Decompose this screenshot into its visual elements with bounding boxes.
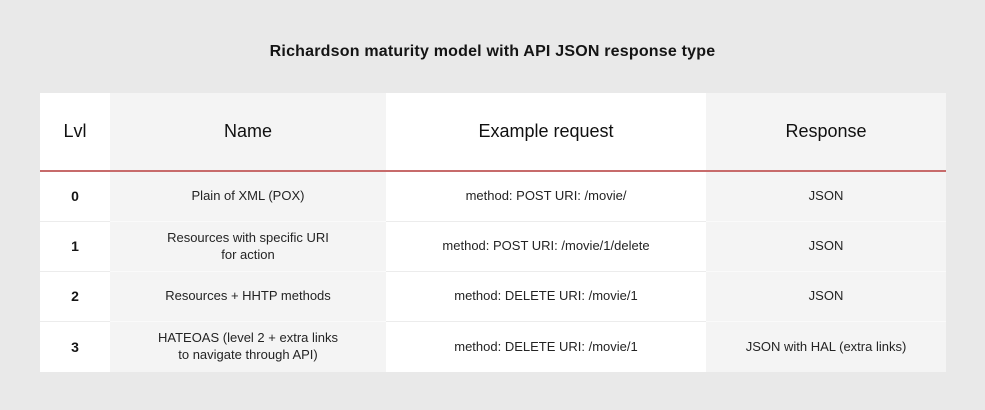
col-header-example-request: Example request	[386, 93, 706, 172]
cell-response: JSON with HAL (extra links)	[706, 322, 946, 372]
col-header-lvl: Lvl	[40, 93, 110, 172]
cell-response: JSON	[706, 272, 946, 322]
cell-name: Resources with specific URI for action	[110, 222, 386, 272]
cell-request: method: POST URI: /movie/	[386, 172, 706, 222]
cell-name: Plain of XML (POX)	[110, 172, 386, 222]
col-header-response: Response	[706, 93, 946, 172]
cell-lvl: 3	[40, 322, 110, 372]
cell-lvl: 2	[40, 272, 110, 322]
table-row-level-0: 0 Plain of XML (POX) method: POST URI: /…	[40, 172, 946, 222]
table-header-row: Lvl Name Example request Response	[40, 93, 946, 172]
cell-response: JSON	[706, 172, 946, 222]
col-header-name: Name	[110, 93, 386, 172]
page-title: Richardson maturity model with API JSON …	[269, 43, 716, 60]
cell-name: Resources + HHTP methods	[110, 272, 386, 322]
cell-request: method: DELETE URI: /movie/1	[386, 322, 706, 372]
cell-request: method: DELETE URI: /movie/1	[386, 272, 706, 322]
cell-request: method: POST URI: /movie/1/delete	[386, 222, 706, 272]
table-row-level-3: 3 HATEOAS (level 2 + extra links to navi…	[40, 322, 946, 372]
cell-lvl: 1	[40, 222, 110, 272]
cell-lvl: 0	[40, 172, 110, 222]
table-row-level-2: 2 Resources + HHTP methods method: DELET…	[40, 272, 946, 322]
table-row-level-1: 1 Resources with specific URI for action…	[40, 222, 946, 272]
cell-response: JSON	[706, 222, 946, 272]
maturity-table: Lvl Name Example request Response 0 Plai…	[40, 93, 946, 372]
cell-name: HATEOAS (level 2 + extra links to naviga…	[110, 322, 386, 372]
